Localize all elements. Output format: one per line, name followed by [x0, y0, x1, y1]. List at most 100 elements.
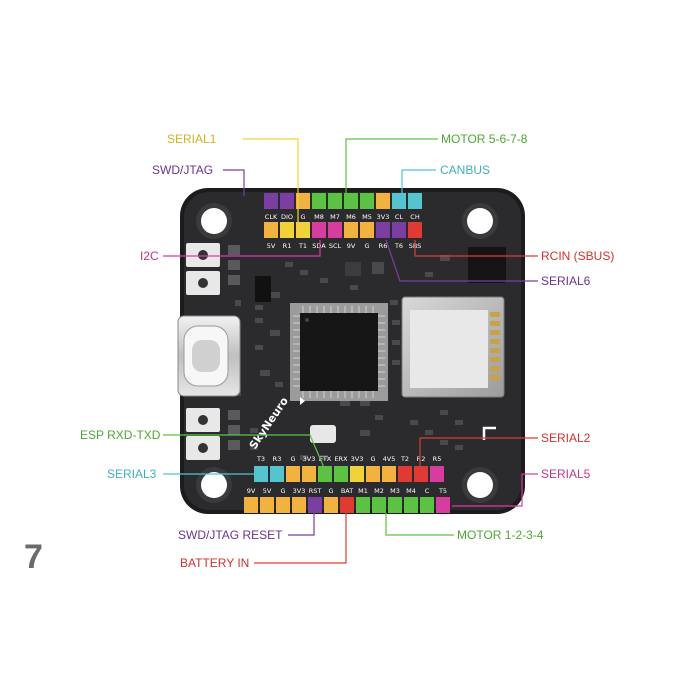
- pin-label: BAT: [341, 487, 353, 495]
- pad-m4: [404, 497, 418, 513]
- pad-sbs: [408, 222, 422, 238]
- leader-motor1234: [385, 513, 454, 536]
- rcin-connector: [468, 247, 506, 283]
- pin-label: T1: [298, 242, 307, 250]
- pin-label: 3V3: [303, 455, 316, 463]
- top-header-row-1: [264, 193, 422, 209]
- top-row-1-labels: CLK DIO G M8 M7 M6 M5 3V3 CL CH: [265, 213, 420, 221]
- pin-label: 3V3: [377, 213, 390, 221]
- pad-erx: [334, 466, 348, 482]
- pad-t2: [398, 466, 412, 482]
- pad-t5: [436, 497, 450, 513]
- pad-g-b1: [286, 466, 300, 482]
- mounting-hole-bottom-left: [196, 467, 232, 503]
- pin-label: SDA: [312, 242, 326, 250]
- pin-label: 3V3: [293, 487, 306, 495]
- leader-swd-jtag: [223, 169, 245, 196]
- pin-label: 5V: [263, 487, 272, 495]
- regulator-chip: [255, 276, 271, 302]
- side-pads: [228, 245, 240, 450]
- push-button-bottom-1[interactable]: [186, 408, 220, 432]
- pad-rst: [308, 497, 322, 513]
- pad-r1: [280, 222, 294, 238]
- pin-label: T2: [400, 455, 409, 463]
- callout-rcin: RCIN (SBUS): [541, 249, 614, 263]
- pad-m6: [344, 193, 358, 209]
- pad-etx: [318, 466, 332, 482]
- pad-9v-b2: [244, 497, 258, 513]
- callout-battery: BATTERY IN: [180, 556, 249, 570]
- pin-label: ERX: [334, 455, 348, 463]
- leader-i2c: [163, 240, 321, 257]
- pin-label: 4V5: [383, 455, 396, 463]
- mounting-hole-top-left: [196, 203, 232, 239]
- pad-t1: [296, 222, 310, 238]
- pad-m2: [372, 497, 386, 513]
- figure-number: 7: [24, 538, 43, 576]
- pad-bat: [340, 497, 354, 513]
- pin-label: G: [370, 455, 375, 463]
- pin-label: M4: [406, 487, 416, 495]
- callout-serial6: SERIAL6: [541, 274, 591, 288]
- pin-label: G: [290, 455, 295, 463]
- pad-clk: [264, 193, 278, 209]
- pin-label: T6: [394, 242, 403, 250]
- pin-label: CLK: [265, 213, 278, 221]
- pin-label: T3: [256, 455, 265, 463]
- leader-swd-reset: [288, 513, 315, 536]
- leader-esp: [163, 434, 326, 471]
- pad-5v-top: [264, 222, 278, 238]
- pin-label: M3: [390, 487, 400, 495]
- pin-label: R5: [433, 455, 442, 463]
- pad-3v3-b2: [292, 497, 306, 513]
- bottom-header-row-1: [254, 466, 444, 482]
- pad-g-top-2: [360, 222, 374, 238]
- callout-serial5: SERIAL5: [541, 467, 591, 481]
- pad-t3: [254, 466, 268, 482]
- push-button-top-2[interactable]: [186, 271, 220, 295]
- usb-c-port[interactable]: [177, 315, 241, 397]
- pad-g-top: [296, 193, 310, 209]
- pad-g-b2-2: [324, 497, 338, 513]
- pin-label: T5: [438, 487, 447, 495]
- leader-battery: [254, 513, 347, 564]
- pad-3v3-top: [376, 193, 390, 209]
- callout-motor1234: MOTOR 1-2-3-4: [457, 528, 544, 542]
- callout-swd-jtag: SWD/JTAG: [152, 163, 213, 177]
- pad-m1: [356, 497, 370, 513]
- pad-r5: [430, 466, 444, 482]
- pin-label: RST: [309, 487, 322, 495]
- pad-5v-b2: [260, 497, 274, 513]
- callout-swd-reset: SWD/JTAG RESET: [178, 528, 283, 542]
- pin-label: R6: [379, 242, 388, 250]
- pad-sda: [312, 222, 326, 238]
- pad-m7: [328, 193, 342, 209]
- bottom-row-2-labels: 9V 5V G 3V3 RST G BAT M1 M2 M3 M4 C T5: [247, 487, 447, 495]
- esp-module: [310, 425, 336, 443]
- pad-m5: [360, 193, 374, 209]
- pad-c: [420, 497, 434, 513]
- pin-label: R2: [417, 455, 426, 463]
- pin-label: 9V: [247, 487, 256, 495]
- pad-dio: [280, 193, 294, 209]
- pin-label: G: [300, 213, 305, 221]
- sd-card-slot[interactable]: [401, 296, 505, 398]
- top-header-row-2: [264, 222, 422, 238]
- pin-label: 3V3: [351, 455, 364, 463]
- pin-label: G: [280, 487, 285, 495]
- push-button-bottom-2[interactable]: [186, 436, 220, 460]
- leader-serial5: [452, 473, 538, 507]
- leader-motor5678: [345, 138, 438, 195]
- pin-label: R1: [283, 242, 292, 250]
- pin-label: C: [425, 487, 430, 495]
- pad-4v5: [382, 466, 396, 482]
- pin-label: M2: [374, 487, 384, 495]
- push-button-top-1[interactable]: [186, 243, 220, 267]
- pin-label: ETX: [319, 455, 332, 463]
- mounting-hole-bottom-right: [462, 467, 498, 503]
- pad-g-b2: [276, 497, 290, 513]
- pin-label: R3: [273, 455, 282, 463]
- callout-serial2: SERIAL2: [541, 431, 591, 445]
- callout-serial1: SERIAL1: [167, 132, 217, 146]
- pin-label: M8: [314, 213, 324, 221]
